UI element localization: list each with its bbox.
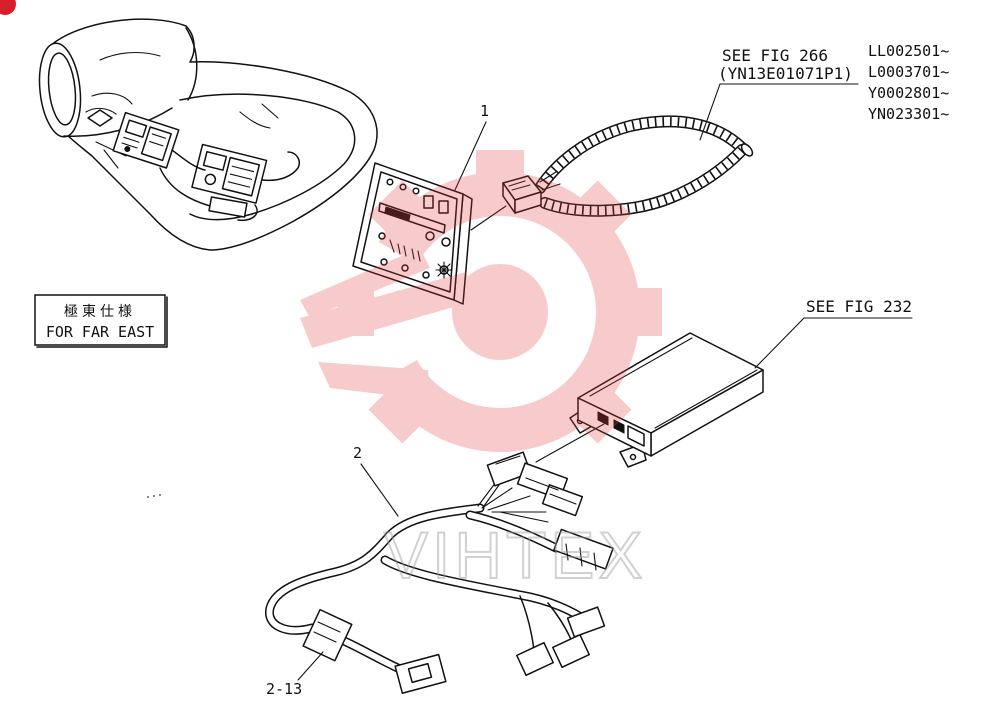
harness-connector — [502, 175, 542, 214]
serial-range: LL002501~ — [868, 42, 949, 60]
harness-end-cap — [740, 143, 754, 157]
serial-range: L0003701~ — [868, 63, 949, 81]
connector-2-13-detail — [313, 621, 341, 643]
watermark-text: VIHTEX — [384, 518, 646, 592]
panel-wiring-harness — [502, 115, 754, 217]
control-panel-bezel — [360, 171, 458, 293]
panel-button-icon — [378, 232, 386, 240]
mounting-hole — [629, 453, 637, 461]
panel-indicator-icon — [399, 183, 407, 191]
harness-connector — [566, 606, 606, 638]
panel-indicator-icon — [386, 178, 394, 186]
spec-box: 極東仕様 FOR FAR EAST — [34, 294, 168, 348]
panel-fan-icon — [438, 200, 449, 214]
callout-item-1-leader — [454, 121, 487, 191]
panel-knob-icon — [401, 264, 409, 272]
panel-knob-icon — [380, 258, 388, 266]
connector-latch-lines — [495, 455, 577, 505]
harness-reference-leader — [699, 83, 721, 141]
harness-lead-wires — [539, 171, 561, 191]
controller-socket — [597, 411, 609, 426]
cab-module-left — [112, 111, 180, 169]
harness-individual-wires — [477, 477, 549, 523]
cab-outline — [39, 18, 378, 251]
harness-connector — [552, 633, 590, 669]
cab-lower-fitting — [208, 196, 248, 218]
cab-detail-lines — [85, 51, 161, 115]
callout-item-1: 1 — [480, 102, 489, 120]
callout-item-2-13: 2-13 — [266, 680, 302, 698]
panel-temperature-slider — [378, 202, 446, 234]
control-panel-face — [352, 162, 464, 301]
wiring-harness-2 — [265, 451, 614, 694]
callout-item-2: 2 — [353, 444, 362, 462]
connector-face-detail — [407, 662, 433, 684]
stray-marks — [147, 494, 161, 498]
harness-connector — [553, 528, 614, 570]
spec-box-shadow — [36, 296, 168, 348]
cab-tray-edge — [179, 93, 356, 221]
corner-badge — [0, 0, 16, 15]
harness-part-number: (YN13E01071P1) — [718, 64, 853, 83]
blower-inner-ring — [47, 52, 77, 126]
harness-lower-branch — [382, 557, 591, 625]
cab-module-right — [191, 143, 268, 204]
harness-spiral-wrap — [543, 146, 746, 216]
harness-connector — [486, 451, 532, 487]
cab-wiring — [159, 149, 300, 222]
serial-range: Y0002801~ — [868, 84, 949, 102]
controller-socket — [627, 425, 645, 447]
controller-socket — [613, 419, 625, 434]
spec-box-japanese: 極東仕様 — [64, 304, 136, 320]
panel-button-icon — [425, 231, 435, 241]
cab-tray-details — [239, 103, 279, 129]
cab-assembly-illustration — [38, 18, 378, 251]
panel-mode-icon — [423, 195, 434, 209]
spec-box-english: FOR FAR EAST — [46, 323, 154, 341]
harness-connector-2-13 — [302, 608, 353, 662]
panel-slider-bar — [384, 206, 411, 221]
callout-item-2-13-leader — [297, 651, 324, 681]
cab-bracket — [87, 109, 113, 127]
blower-back-edge — [185, 27, 198, 101]
harness-connector — [516, 641, 554, 677]
panel-fan-speed-marks — [389, 239, 421, 262]
controller-edge-lines — [589, 337, 758, 429]
panel-to-harness-connection-line — [470, 205, 507, 231]
harness-spiral-wrap — [536, 116, 746, 191]
panel-indicator-icon — [412, 187, 420, 195]
controller-see-fig-label: SEE FIG 232 — [806, 297, 912, 316]
controller-unit — [569, 332, 764, 468]
harness-connector — [394, 653, 447, 694]
panel-knob-icon — [422, 271, 430, 279]
control-panel — [352, 162, 473, 305]
controller-reference-leader — [754, 317, 805, 369]
controller-to-harness-connection-line — [535, 423, 605, 463]
panel-gear-icon-spokes — [435, 261, 453, 279]
connector-pin-lines — [565, 543, 597, 571]
harness-right-branch — [467, 512, 559, 551]
harness-connector — [541, 484, 584, 517]
callout-item-2-leader — [360, 463, 399, 517]
serial-range: YN023301~ — [868, 105, 949, 123]
harness-main-bundle — [266, 505, 483, 634]
panel-button-icon — [441, 237, 451, 247]
harness-see-fig-label: SEE FIG 266 — [722, 46, 828, 65]
